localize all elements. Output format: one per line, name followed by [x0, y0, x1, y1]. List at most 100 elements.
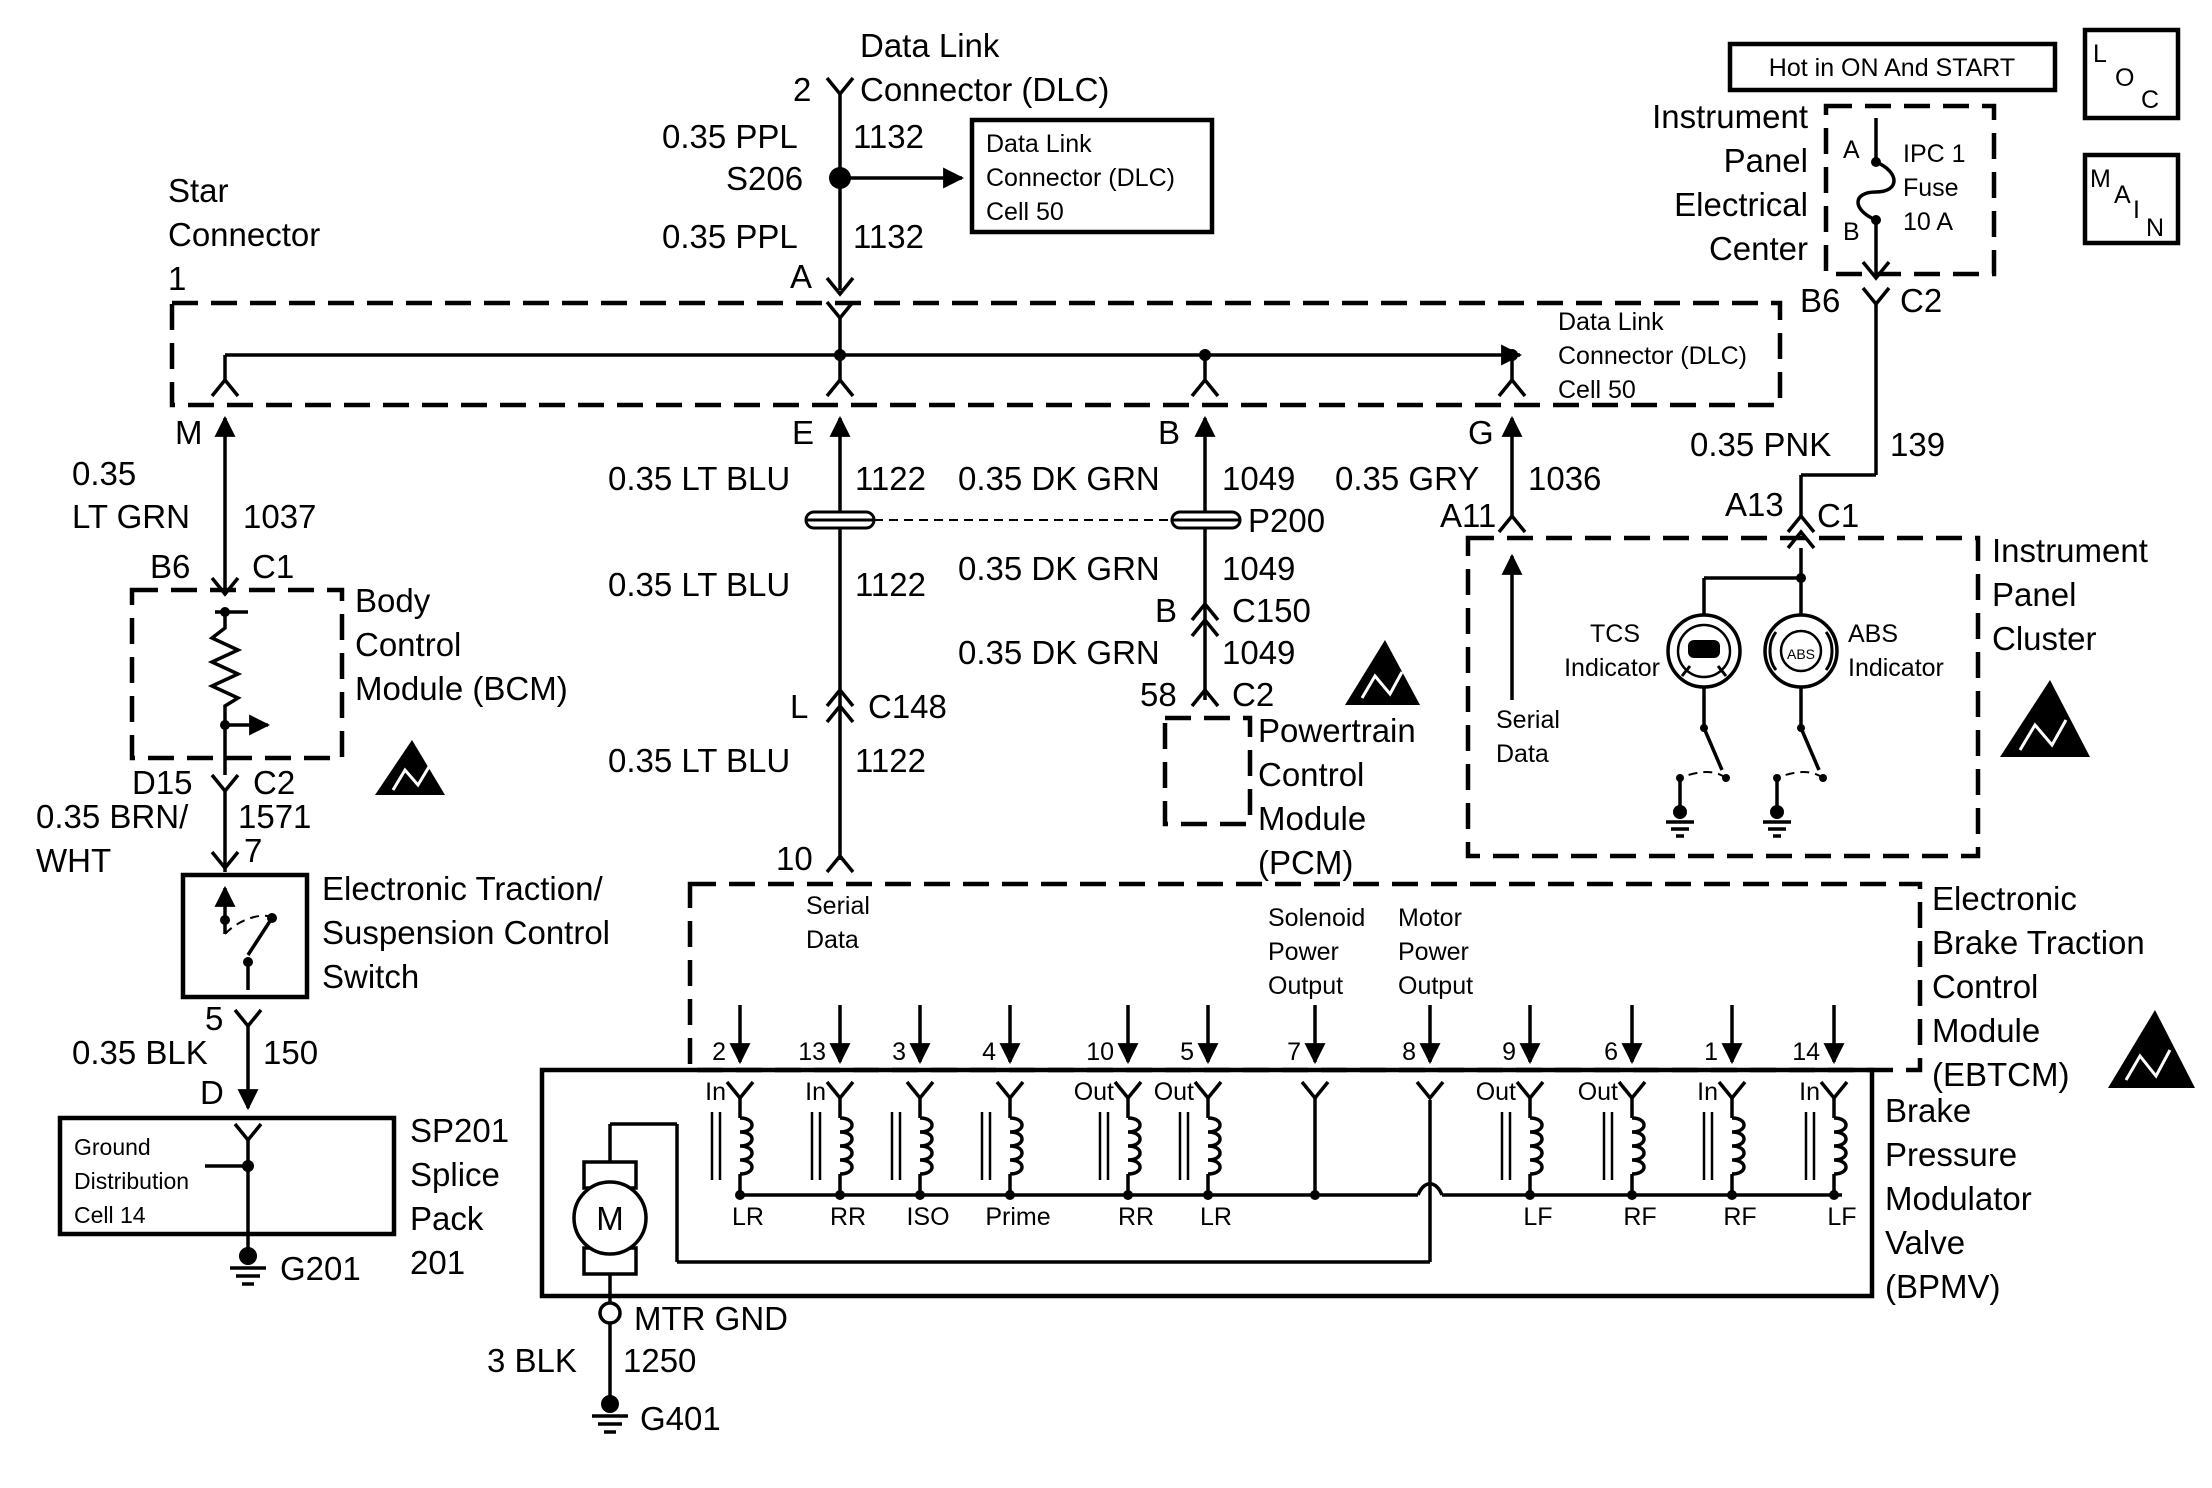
svg-text:Data Link: Data Link — [986, 130, 1092, 158]
svg-text:Powertrain: Powertrain — [1258, 712, 1416, 749]
solenoid-direction: Out — [1578, 1078, 1618, 1106]
svg-text:0.35 LT BLU: 0.35 LT BLU — [608, 742, 790, 779]
svg-text:1037: 1037 — [243, 498, 316, 535]
svg-text:D15: D15 — [132, 764, 193, 801]
svg-text:C1: C1 — [1817, 497, 1859, 534]
svg-text:Data Link: Data Link — [1558, 308, 1664, 336]
abs-indicator-icon: ABS — [1763, 613, 1839, 689]
solenoid-bus-node — [1310, 1190, 1320, 1200]
solenoid-name: LR — [732, 1203, 764, 1231]
svg-text:5: 5 — [205, 1000, 223, 1037]
ebtcm-pin-number: 9 — [1502, 1038, 1516, 1066]
svg-text:10 A: 10 A — [1903, 208, 1953, 236]
svg-text:TCS: TCS — [1590, 620, 1640, 648]
svg-text:139: 139 — [1890, 426, 1945, 463]
pin-e: E — [792, 414, 814, 451]
solenoid-name: LF — [1827, 1203, 1856, 1231]
svg-text:0.35 BLK: 0.35 BLK — [72, 1034, 208, 1071]
bcm-resistor-icon — [207, 612, 243, 725]
svg-text:150: 150 — [263, 1034, 318, 1071]
svg-text:0.35: 0.35 — [72, 455, 136, 492]
svg-text:A11: A11 — [1440, 497, 1496, 534]
solenoid-bus-node — [1005, 1190, 1015, 1200]
svg-text:A: A — [1843, 136, 1860, 164]
abs-ground-icon — [1763, 805, 1791, 838]
svg-text:Body: Body — [355, 582, 431, 619]
bpmv-terminal — [905, 1080, 935, 1101]
svg-text:Distribution: Distribution — [74, 1168, 189, 1194]
svg-text:Instrument: Instrument — [1992, 532, 2148, 569]
svg-text:Motor: Motor — [1398, 904, 1462, 932]
svg-text:M: M — [596, 1200, 624, 1237]
svg-text:Modulator: Modulator — [1885, 1180, 2032, 1217]
ipc-box — [1465, 535, 1981, 859]
bpmv-terminal — [825, 1080, 855, 1101]
ebtcm-pin-number: 10 — [1086, 1038, 1114, 1066]
fuse-icon — [1856, 160, 1896, 222]
svg-text:(EBTCM): (EBTCM) — [1932, 1056, 2069, 1093]
solenoid-name: LR — [1200, 1203, 1232, 1231]
svg-text:Serial: Serial — [1496, 706, 1560, 734]
solenoid-bus-node — [835, 1190, 845, 1200]
solenoid-bus-node — [1525, 1190, 1535, 1200]
solenoid-coil-icon — [1207, 1116, 1222, 1176]
svg-text:P200: P200 — [1248, 502, 1325, 539]
solenoid-bus-node — [1203, 1190, 1213, 1200]
traction-switch-box — [180, 872, 310, 1000]
solenoid-name: RR — [830, 1203, 866, 1231]
bpmv-terminal — [1415, 1080, 1445, 1101]
svg-text:Pack: Pack — [410, 1200, 484, 1237]
solenoid-bus-node — [1123, 1190, 1133, 1200]
svg-text:Pressure: Pressure — [1885, 1136, 2017, 1173]
svg-text:Data: Data — [806, 926, 859, 954]
s206-label: S206 — [726, 160, 803, 197]
svg-text:D: D — [200, 1074, 224, 1111]
solenoid-name: ISO — [906, 1203, 949, 1231]
svg-text:Connector (DLC): Connector (DLC) — [1558, 342, 1747, 370]
svg-text:Electronic Traction/: Electronic Traction/ — [322, 870, 603, 907]
bpmv-terminal — [1113, 1080, 1143, 1101]
svg-text:Control: Control — [1258, 756, 1364, 793]
esd-warning-icon — [375, 740, 445, 795]
solenoid-direction: Out — [1154, 1078, 1194, 1106]
svg-text:LT GRN: LT GRN — [72, 498, 190, 535]
svg-text:ABS: ABS — [1787, 646, 1815, 662]
solenoid-name: LF — [1523, 1203, 1552, 1231]
solenoid-name: RR — [1118, 1203, 1154, 1231]
svg-text:C: C — [2141, 86, 2159, 114]
svg-text:I: I — [2133, 196, 2140, 224]
svg-text:Panel: Panel — [1992, 576, 2076, 613]
svg-text:Electronic: Electronic — [1932, 880, 2077, 917]
ppl-lower-ckt: 1132 — [853, 218, 924, 255]
main-badge-icon: M A I N — [2082, 152, 2181, 246]
solenoid-coil-icon — [1009, 1116, 1024, 1176]
svg-text:201: 201 — [410, 1244, 465, 1281]
svg-text:0.35 LT BLU: 0.35 LT BLU — [608, 460, 790, 497]
solenoid-name: RF — [1723, 1203, 1756, 1231]
svg-text:1122: 1122 — [855, 742, 926, 779]
svg-text:1049: 1049 — [1222, 550, 1295, 587]
tcs-indicator-icon — [1666, 613, 1742, 689]
solenoid-coil-icon — [739, 1116, 754, 1176]
ebtcm-pin-number: 13 — [798, 1038, 826, 1066]
svg-text:Switch: Switch — [322, 958, 419, 995]
svg-text:1036: 1036 — [1528, 460, 1601, 497]
svg-text:1049: 1049 — [1222, 634, 1295, 671]
ebtcm-pin-number: 4 — [982, 1038, 996, 1066]
solenoid-coil-icon — [1631, 1116, 1646, 1176]
svg-text:C2: C2 — [253, 764, 295, 801]
svg-text:Connector (DLC): Connector (DLC) — [986, 164, 1175, 192]
solenoid-coil-icon — [1529, 1116, 1544, 1176]
ppl-lower-label: 0.35 PPL — [662, 218, 798, 255]
svg-text:Indicator: Indicator — [1564, 654, 1660, 682]
svg-text:0.35 LT BLU: 0.35 LT BLU — [608, 566, 790, 603]
svg-text:(BPMV): (BPMV) — [1885, 1268, 2001, 1305]
splice-pack-box — [57, 1115, 397, 1237]
solenoid-bus-node — [1727, 1190, 1737, 1200]
svg-text:Cell 50: Cell 50 — [986, 198, 1064, 226]
p200-connector-left — [804, 510, 876, 530]
svg-text:C2: C2 — [1232, 676, 1274, 713]
solenoid-coil-icon — [919, 1116, 934, 1176]
svg-text:G201: G201 — [280, 1250, 361, 1287]
